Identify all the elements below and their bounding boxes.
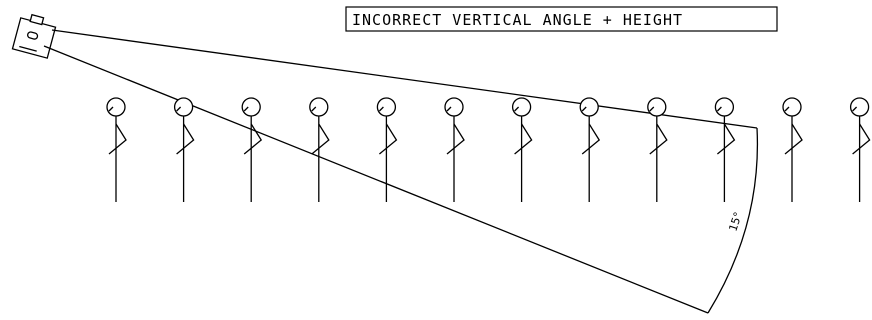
stick-figure [511, 97, 533, 202]
stick-figure [309, 97, 330, 202]
title-box: INCORRECT VERTICAL ANGLE + HEIGHT [345, 6, 778, 32]
stick-figure [579, 97, 601, 202]
stick-figure [782, 97, 803, 202]
stick-figure [647, 97, 668, 202]
camera-icon [11, 13, 57, 59]
view-lower-line [43, 45, 709, 314]
stick-figure [714, 97, 736, 202]
angle-label: 15° [726, 210, 744, 233]
view-upper-line [51, 29, 758, 129]
stick-figure [444, 97, 465, 202]
title-text: INCORRECT VERTICAL ANGLE + HEIGHT [352, 11, 683, 29]
stick-figure [173, 97, 195, 202]
stick-figure [376, 97, 398, 202]
people-row [106, 97, 871, 202]
field-of-view [43, 29, 759, 314]
stick-figure [849, 97, 871, 202]
view-arc [707, 127, 759, 314]
stick-figure [241, 97, 263, 202]
stick-figure [106, 97, 127, 202]
